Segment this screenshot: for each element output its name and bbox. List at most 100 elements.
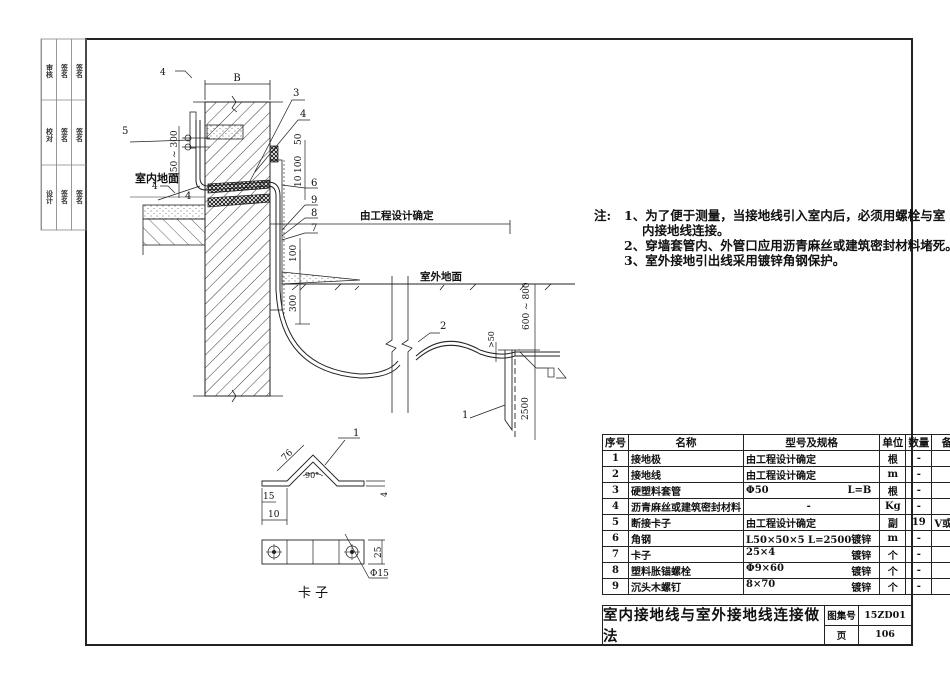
note-item: 2、 穿墙套管内、外管口应用沥青麻丝或建筑密封材料堵死。 [594, 238, 950, 253]
cell-remark: - [931, 562, 950, 579]
col-header: 数量 [905, 434, 933, 451]
dim-gt50: >50 [487, 331, 496, 348]
signature-strip: 审核 校对 设计 签名 签名 签名 签名 签名 签名 [41, 39, 86, 230]
page-label: 页 [825, 625, 859, 644]
spec-note [871, 451, 877, 466]
cell-unit: 根 [879, 482, 907, 499]
sheet-frame [85, 38, 913, 646]
notes: 注: 1、 为了便于测量，当接地线引入室内后，必须用螺栓与室 内接地线连接。 2… [594, 208, 950, 268]
dim-2500: 2500 [521, 397, 531, 420]
dim-10: 10 [294, 175, 304, 187]
clamp-callout-1: 1 [353, 428, 359, 439]
cell-unit: Kg [879, 498, 907, 515]
cell-qty: - [905, 530, 933, 547]
cell-name: 断接卡子 [628, 514, 744, 531]
signature-cell: 签名 [60, 63, 70, 78]
cell-remark: - [931, 578, 950, 595]
cell-qty: - [905, 450, 933, 467]
cell-qty: - [905, 466, 933, 483]
signature-cell: 签名 [75, 189, 85, 204]
spec-value: 由工程设计确定 [746, 471, 816, 482]
title-block-meta: 图集号 15ZD01 页 106 [825, 606, 911, 644]
cell-name: 沥青麻丝或建筑密封材料 [628, 498, 744, 515]
weld-symbol-2: 4 [152, 182, 158, 192]
cell-spec: - [742, 498, 881, 515]
cell-unit: 个 [879, 546, 907, 563]
dim-600-800: 600 ~ 800 [522, 282, 532, 330]
cell-unit: m [879, 530, 907, 547]
cell-unit: 个 [879, 562, 907, 579]
disconnect-clamp [182, 111, 210, 151]
cell-spec: 由工程设计确定 [742, 466, 881, 483]
note-item: 注: 1、 为了便于测量，当接地线引入室内后，必须用螺栓与室 [594, 208, 950, 223]
cell-no: 2 [602, 466, 629, 483]
angle-steel-guard [269, 159, 285, 320]
notes-label: 注: [594, 208, 612, 223]
cell-qty: - [905, 562, 933, 579]
indoor-floor-label: 室内地面 [135, 171, 179, 185]
cell-remark: - [931, 466, 950, 483]
outdoor-dimensions [178, 126, 540, 440]
col-header: 序号 [602, 434, 629, 451]
callout-3: 3 [293, 88, 299, 99]
dimension-b: B [204, 73, 271, 100]
spec-note: 镀锌 [851, 583, 872, 594]
signature-cell: 签名 [60, 127, 70, 142]
cell-name: 塑料胀锚螺栓 [628, 562, 744, 579]
clamp-angle: 90° [305, 471, 319, 480]
note-num: 1、 [624, 208, 646, 223]
break-lines [385, 276, 413, 413]
dim-100a: 100 [294, 156, 304, 173]
signature-frame [40, 38, 87, 231]
cell-no: 4 [602, 498, 629, 515]
spec-value: 8×70 [746, 579, 776, 590]
signature-column: 审核 校对 设计 [41, 39, 57, 230]
cell-unit: 个 [879, 578, 907, 595]
cell-qty: - [905, 482, 933, 499]
clamp-dim-15: 15 [263, 492, 275, 502]
ground-rod [498, 349, 567, 437]
cell-name: 卡子 [628, 546, 744, 563]
atlas-label: 图集号 [825, 606, 859, 625]
cell-qty: 19 [905, 514, 933, 531]
spec-value: L50×50×5 L=2500镀锌 [746, 535, 872, 546]
callout-7: 7 [311, 223, 317, 234]
callout-2: 2 [440, 321, 446, 332]
spec-note [871, 515, 877, 530]
cell-remark: - [931, 482, 950, 499]
indoor-floor-slab [130, 196, 206, 255]
note-num: 3、 [624, 253, 646, 268]
atlas-value: 15ZD01 [864, 609, 906, 621]
cell-spec: 由工程设计确定 [742, 450, 881, 467]
cell-no: 3 [602, 482, 629, 499]
cell-name: 硬塑料套管 [628, 482, 744, 499]
callout-9: 9 [311, 195, 317, 206]
dim-300: 300 [289, 295, 299, 312]
spec-note: 镀锌 [851, 567, 872, 578]
cell-unit: 副 [879, 514, 907, 531]
col-header: 备注 [931, 434, 950, 451]
clamp-dim-4: 4 [380, 492, 389, 497]
clamp-dim-10: 10 [268, 510, 280, 520]
table-row: 5断接卡子由工程设计确定副19V或X形 [602, 514, 950, 531]
spec-value: Φ50 [746, 485, 769, 496]
cell-spec: 由工程设计确定 [742, 514, 881, 531]
cell-spec: L50×50×5 L=2500镀锌 [742, 530, 881, 547]
cell-remark: - [931, 450, 950, 467]
col-header: 名称 [628, 434, 744, 451]
callout-8: 8 [311, 208, 317, 219]
ground-conductor [195, 120, 560, 379]
cell-name: 角钢 [628, 530, 744, 547]
cell-remark: - [931, 530, 950, 547]
cell-no: 1 [602, 450, 629, 467]
note-num: 2、 [624, 238, 646, 253]
cell-spec: 8×70 镀锌 [742, 578, 881, 595]
